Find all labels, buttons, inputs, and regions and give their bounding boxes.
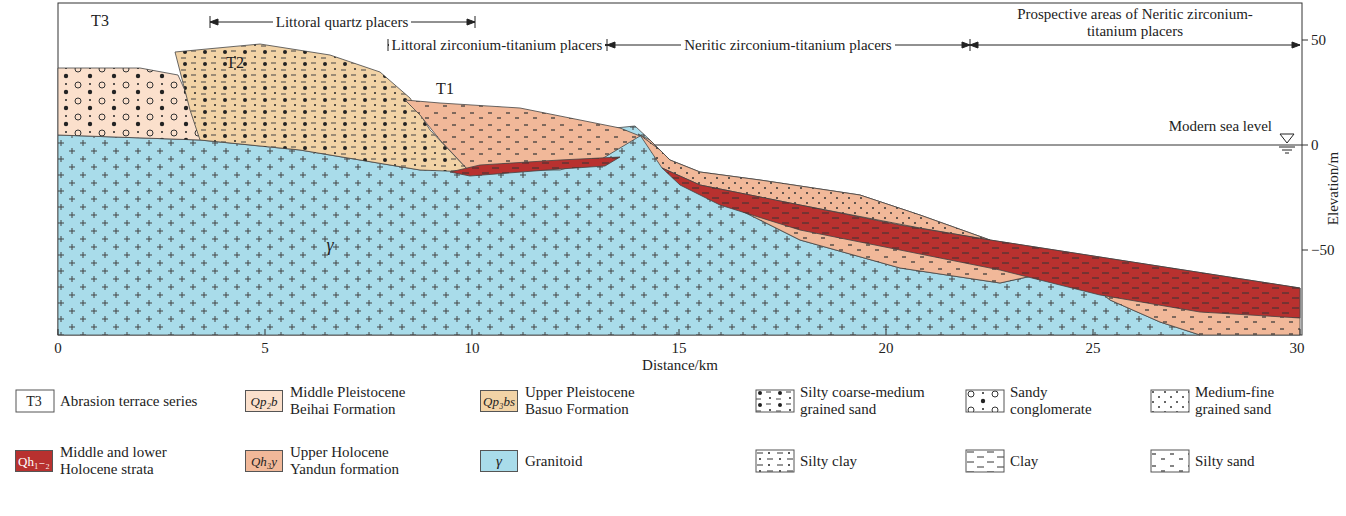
axis-tick-label: 25 <box>1086 340 1101 357</box>
legend-text: Middle and lower Holocene strata <box>60 444 185 478</box>
lithology-pattern <box>662 168 1300 318</box>
stratum <box>662 168 1300 318</box>
legend-text: Abrasion terrace series <box>60 393 197 410</box>
legend-text: Upper Holocene Yandun formation <box>290 444 415 478</box>
axis-tick-label: 20 <box>879 340 894 357</box>
placer-label: Littoral zirconium-titanium placers <box>389 37 606 54</box>
stratum <box>58 126 1200 335</box>
stratum <box>638 134 1300 335</box>
tick <box>1300 329 1301 335</box>
axis-tick-label: 0 <box>1311 137 1319 154</box>
tick <box>1302 40 1308 41</box>
legend-text: Sandy conglomerate <box>1010 384 1105 418</box>
legend-pattern-swatch <box>965 389 1005 413</box>
legend-text: Middle Pleistocene Beihai Formation <box>290 384 420 418</box>
axis-tick-label: 30 <box>1290 340 1305 357</box>
axis-title: Elevation/m <box>1325 151 1342 224</box>
legend-pattern-swatch <box>1150 449 1190 473</box>
axis-tick-label: 10 <box>465 340 480 357</box>
axis-tick-label: 5 <box>261 340 269 357</box>
tick <box>886 329 887 335</box>
legend-text: Silty coarse-medium grained sand <box>800 384 955 418</box>
placer-label: Littoral quartz placers <box>273 14 411 31</box>
lithology-pattern <box>450 157 620 176</box>
legend-text: Silty sand <box>1195 453 1255 470</box>
axis-tick-label: 50 <box>1311 32 1326 49</box>
tick <box>1302 250 1308 251</box>
legend-text: Granitoid <box>525 453 583 470</box>
legend-pattern-swatch <box>755 389 795 413</box>
legend-swatch-text: Qh₁₋₂ <box>18 453 50 470</box>
axis-tick-label: −50 <box>1311 242 1334 259</box>
terrace-label: T3 <box>91 12 109 29</box>
legend-swatch-text: Qp₃bs <box>483 393 515 410</box>
axis-title: Distance/km <box>642 357 718 374</box>
axis-tick-label: 15 <box>672 340 687 357</box>
stratum <box>450 157 620 176</box>
lithology-pattern <box>58 126 1200 335</box>
tick <box>1302 145 1308 146</box>
terrace-label: T2 <box>226 54 244 71</box>
legend-pattern-swatch <box>965 449 1005 473</box>
rock-symbol: γ <box>326 237 333 254</box>
placer-label: Neritic zirconium-titanium placers <box>681 37 894 54</box>
tick <box>679 329 680 335</box>
legend-pattern-swatch <box>755 449 795 473</box>
legend-text: Silty clay <box>800 453 857 470</box>
placer-label: Prospective areas of Neritic zirconium-t… <box>1007 6 1263 40</box>
tick <box>472 329 473 335</box>
axis-tick-label: 0 <box>54 340 62 357</box>
legend-text: Clay <box>1010 453 1038 470</box>
legend-text: Medium-fine grained sand <box>1195 384 1305 418</box>
lithology-pattern <box>638 134 1300 335</box>
legend-swatch-text: Qh₃y <box>251 453 277 470</box>
tick <box>1093 329 1094 335</box>
legend-swatch-text: γ <box>496 453 502 470</box>
legend-text: Upper Pleistocene Basuo Formation <box>525 384 650 418</box>
terrace-label: T1 <box>436 80 454 97</box>
legend-pattern-swatch <box>1150 389 1190 413</box>
tick <box>265 329 266 335</box>
legend-swatch-text: Qp₂b <box>251 393 278 410</box>
legend-swatch-text: T3 <box>26 393 42 410</box>
sea-level-label: Modern sea level <box>1169 118 1272 135</box>
tick <box>58 329 59 335</box>
